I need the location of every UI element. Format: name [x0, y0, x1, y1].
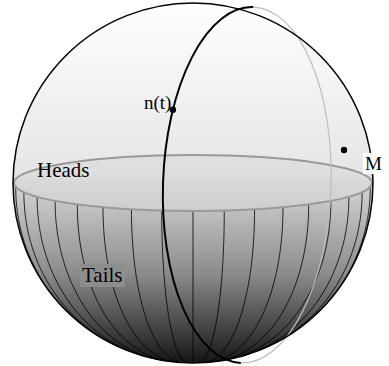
meridian-line: [77, 205, 169, 362]
sphere-body: [13, 3, 373, 363]
great-circle-back: [241, 7, 331, 363]
point-label: M: [363, 153, 384, 174]
meridian-line: [193, 211, 194, 363]
region-label: Heads: [37, 160, 89, 181]
region-label: Tails: [80, 264, 125, 287]
point-label: n(t): [144, 93, 171, 112]
meridian-line: [16, 188, 70, 314]
points: [170, 107, 348, 154]
great-circle: [163, 7, 331, 363]
meridian-line: [267, 193, 362, 347]
meridian-line: [241, 197, 349, 356]
point-m: [341, 147, 347, 153]
equator: [14, 155, 372, 211]
meridian-line: [37, 197, 145, 356]
meridian-line: [316, 188, 370, 314]
meridian-line: [55, 201, 160, 360]
great-circle-front: [163, 7, 253, 363]
sphere-outline: [13, 3, 373, 363]
meridian-line: [217, 205, 309, 362]
